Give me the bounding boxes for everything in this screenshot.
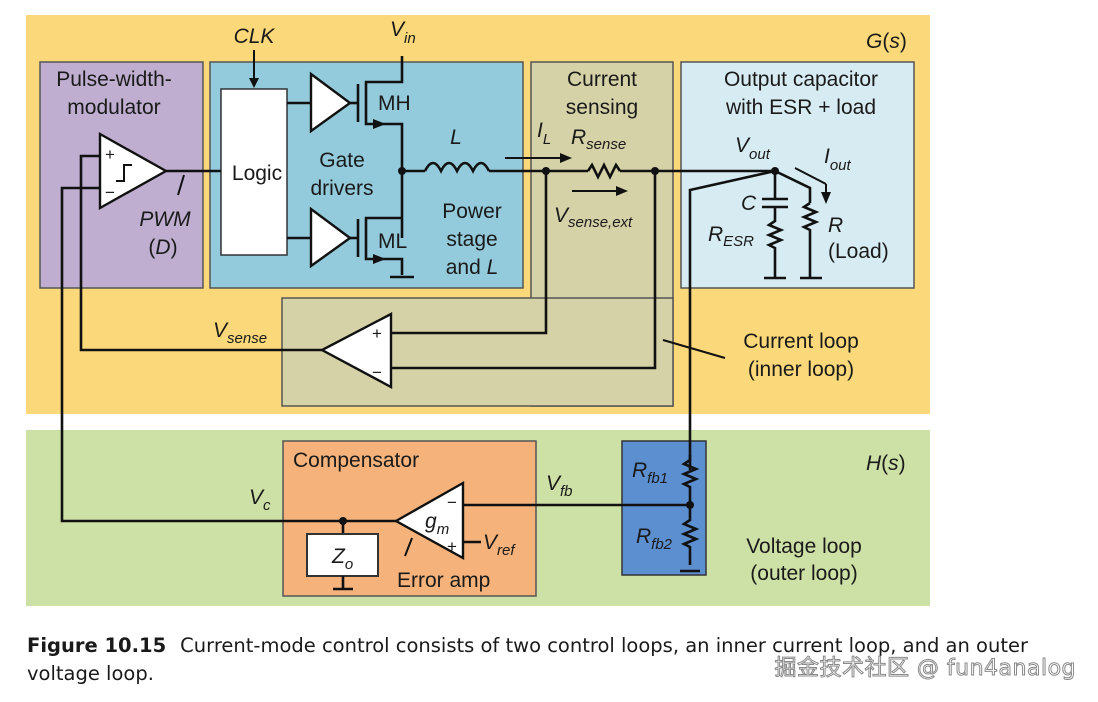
inductor-label: L: [450, 126, 462, 149]
vsense-ext-label: Vsense,ext: [554, 204, 633, 231]
pwm-plus: +: [105, 145, 115, 164]
logic-block: [220, 88, 288, 256]
vc-label: Vc: [249, 486, 271, 514]
vsense-ext-arrowhead: [616, 186, 628, 196]
sensing-title-2: sensing: [566, 96, 638, 119]
load-label: (Load): [828, 240, 889, 263]
feedback-transfer-label: H(s): [866, 452, 906, 475]
csa-plus: +: [372, 324, 382, 343]
current-loop-label-2: (inner loop): [748, 358, 854, 381]
ea-minus: −: [447, 493, 457, 512]
current-sense-amp: [319, 312, 393, 390]
error-amp-label: Error amp: [397, 569, 490, 592]
sensing-title-1: Current: [567, 68, 637, 91]
output-block: [680, 61, 915, 289]
gm-label: gm: [425, 510, 449, 538]
output-title-1: Output capacitor: [724, 68, 878, 91]
pwm-title-2: modulator: [67, 96, 160, 119]
power-stage-label-3: and L: [446, 256, 499, 279]
voltage-loop-label-2: (outer loop): [750, 562, 857, 585]
high-side-driver: [309, 71, 353, 134]
mh-label: MH: [378, 92, 411, 115]
rfb2-label: Rfb2: [636, 525, 673, 553]
gate-drivers-label-2: drivers: [310, 177, 373, 200]
vout-label: Vout: [735, 134, 771, 163]
rfb1-resistor: [680, 455, 700, 505]
output-title-2: with ESR + load: [725, 96, 876, 119]
zo-block: [306, 533, 379, 577]
power-stage-label-2: stage: [446, 228, 497, 251]
pwm-comparator: [98, 131, 169, 211]
figure-number: Figure 10.15: [27, 634, 167, 657]
error-amp-pointer: [404, 537, 413, 557]
rfb2-resistor: [680, 505, 700, 565]
iout-label: Iout: [824, 145, 852, 174]
vc-wire: [60, 186, 396, 523]
current-mode-control-diagram: G(s) H(s) Pulse-width- modulator Current…: [26, 15, 930, 606]
inductor: [423, 161, 491, 174]
logic-label: Logic: [232, 162, 282, 185]
csa-minus: −: [372, 363, 382, 382]
rsense-label: Rsense: [571, 126, 626, 153]
pwm-signal-label: PWM: [139, 208, 191, 231]
voltage-loop-label-1: Voltage loop: [746, 535, 862, 558]
vout-feedback-wire: [688, 169, 776, 470]
vin-label: Vin: [390, 18, 416, 47]
compensator-title: Compensator: [293, 449, 419, 472]
current-loop-pointer: [662, 339, 726, 359]
il-arrowhead: [560, 153, 572, 163]
load-resistor: [800, 201, 820, 278]
sense-plus-wire: [391, 171, 548, 335]
low-side-driver: [309, 206, 353, 269]
ea-plus: +: [447, 537, 457, 556]
load-r-label: R: [828, 214, 843, 237]
vfb-label: Vfb: [546, 472, 573, 500]
caption-text: Current-mode control consists of two con…: [27, 634, 1029, 685]
mh-transistor: [350, 56, 404, 238]
pwm-minus: −: [105, 183, 115, 202]
duty-label: (D): [148, 236, 177, 259]
pwm-tick: [177, 174, 185, 196]
sense-resistor: [586, 162, 622, 180]
ml-transistor: [350, 216, 414, 279]
current-loop-label-1: Current loop: [743, 330, 859, 353]
gate-drivers-label-1: Gate: [319, 149, 365, 172]
pwm-block: [39, 61, 204, 289]
vref-label: Vref: [483, 531, 516, 559]
rfb1-label: Rfb1: [632, 459, 668, 487]
vsense-wire: [79, 154, 322, 352]
resr-label: RESR: [708, 223, 754, 250]
vsense-label: Vsense: [213, 319, 267, 347]
plant-transfer-label: G(s): [866, 30, 907, 53]
pwm-title-1: Pulse-width-: [56, 68, 172, 91]
error-amp: [393, 480, 465, 561]
cap-label: C: [741, 192, 757, 215]
ml-label: ML: [378, 230, 407, 253]
power-stage-label-1: Power: [442, 200, 502, 223]
clk-label: CLK: [234, 25, 276, 48]
il-label: IL: [537, 119, 551, 148]
watermark: 掘金技术社区 @ fun4analog: [774, 656, 1076, 682]
clk-arrowhead: [249, 78, 259, 88]
esr-resistor: [765, 207, 785, 278]
iout-arrowhead: [821, 192, 831, 204]
load-wire: [774, 169, 812, 203]
zo-label: Zo: [331, 545, 353, 573]
iout-arrow: [794, 167, 827, 185]
hysteresis-icon: [116, 164, 132, 182]
sense-minus-wire: [391, 171, 657, 370]
